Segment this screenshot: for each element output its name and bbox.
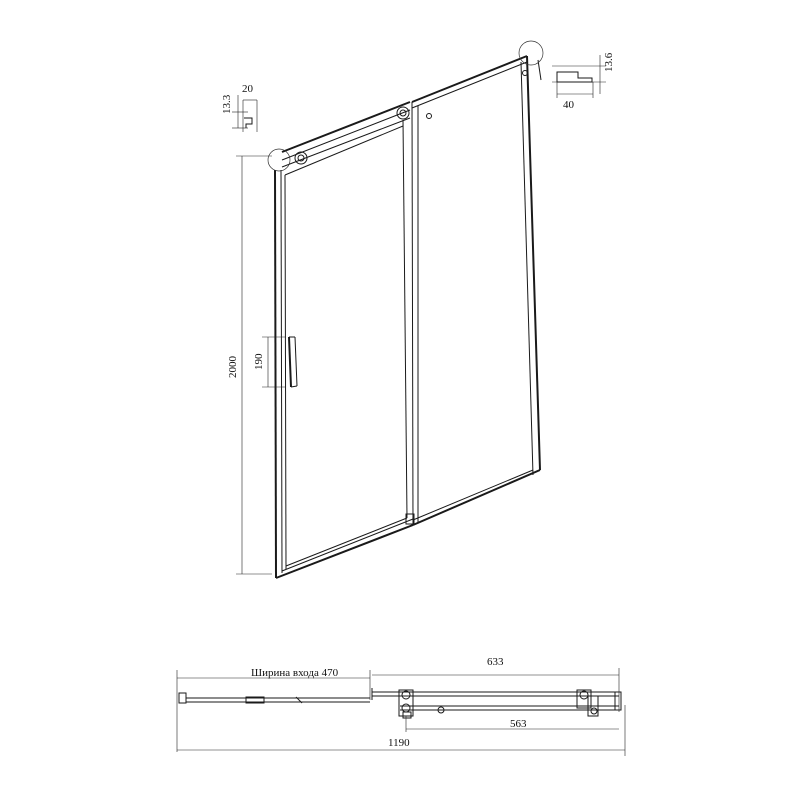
- roller-hub-right: [399, 109, 407, 117]
- plan-right-wall-profile: [614, 691, 622, 711]
- entrance-width-dimension: Ширина входа 470: [176, 667, 371, 752]
- plan-bracket-right: [576, 689, 592, 709]
- profile-detail-right: 40 13.6: [552, 52, 615, 111]
- plan-roller-1: [401, 690, 411, 700]
- sliding-panel-dimension: 563: [405, 716, 619, 732]
- panel-fixing-dot: [426, 113, 432, 119]
- plan-profile: [178, 688, 622, 719]
- plan-left-wall-profile: [178, 692, 187, 704]
- detail-callout-top-left: [267, 148, 291, 172]
- fixed-glass-panel: [411, 55, 542, 526]
- dim-sliding-panel: 563: [510, 718, 527, 730]
- plan-handle: [245, 696, 265, 704]
- roller-wheel-left: [294, 151, 308, 165]
- bottom-guide: [405, 513, 415, 525]
- top-rail: [281, 101, 411, 168]
- elevation-view: 20 13.3 40 13.6 2000 190: [221, 40, 615, 579]
- dim-profile-top-w: 20: [242, 83, 254, 95]
- plan-roller-2: [401, 703, 411, 713]
- profile-section-top: [244, 117, 253, 128]
- fixed-panel-dimension: 633: [372, 656, 620, 712]
- height-dimension: 2000: [227, 155, 272, 575]
- sliding-glass-door: [274, 119, 415, 579]
- profile-detail-top: 20 13.3: [221, 83, 258, 132]
- dim-height: 2000: [227, 356, 239, 379]
- dim-fixed-panel: 633: [487, 656, 504, 668]
- dim-profile-top-h: 13.3: [221, 94, 233, 114]
- dim-profile-right-w: 40: [563, 99, 575, 111]
- detail-callout-top-right: [518, 40, 544, 66]
- dim-entrance-width: Ширина входа 470: [251, 667, 339, 679]
- wall-fixing-dot: [522, 70, 528, 76]
- dim-total-width: 1190: [388, 737, 410, 749]
- plan-view: Ширина входа 470 633: [176, 656, 626, 756]
- roller-wheel-right: [396, 106, 410, 120]
- plan-bottom-guide: [402, 711, 412, 719]
- profile-section-right: [556, 71, 593, 83]
- door-handle: [288, 336, 298, 388]
- dim-handle: 190: [253, 353, 265, 370]
- dim-profile-right-h: 13.6: [603, 52, 615, 72]
- plan-fixing-1: [437, 706, 445, 714]
- plan-fixing-2: [590, 707, 598, 715]
- plan-wall-clamp: [587, 695, 599, 717]
- plan-roller-3: [579, 690, 589, 700]
- roller-hub-left: [297, 154, 305, 162]
- total-width-dimension: 1190: [177, 705, 626, 756]
- handle-dimension: 190: [253, 336, 286, 388]
